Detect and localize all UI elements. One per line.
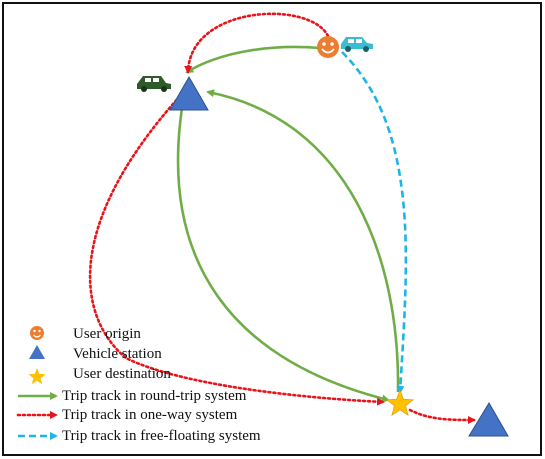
round-trip-track-station-to-destination [176,107,390,403]
legend-smiley-face-icon [30,326,44,340]
legend-label-user-destination: User destination [73,366,171,382]
car-dark-icon [137,76,171,92]
one-way-track-destination-to-far-station [408,408,476,424]
one-way-track-origin-to-station [184,12,330,74]
one-way-track-station-to-destination [88,94,385,406]
legend-label-one-way: Trip track in one-way system [62,407,238,423]
round-trip-track-destination-to-station [206,89,400,393]
legend-label-free-floating: Trip track in free-floating system [62,428,261,444]
legend-label-user-origin: User origin [73,326,141,342]
legend-triangle-icon [29,345,45,359]
round-trip-track-origin-to-station [185,45,321,74]
far-vehicle-station-triangle-icon [468,402,509,437]
free-floating-track-origin-to-destination [341,51,408,394]
vehicle-station-triangle-icon [169,75,209,111]
legend: User origin Vehicle station User destina… [16,326,261,444]
user-destination-star-icon [385,389,415,416]
legend-label-vehicle-station: Vehicle station [73,346,162,362]
user-origin-smiley-face-icon [317,36,339,58]
legend-star-icon [28,368,46,385]
car-light-icon [341,37,373,52]
legend-label-round-trip: Trip track in round-trip system [62,388,247,404]
